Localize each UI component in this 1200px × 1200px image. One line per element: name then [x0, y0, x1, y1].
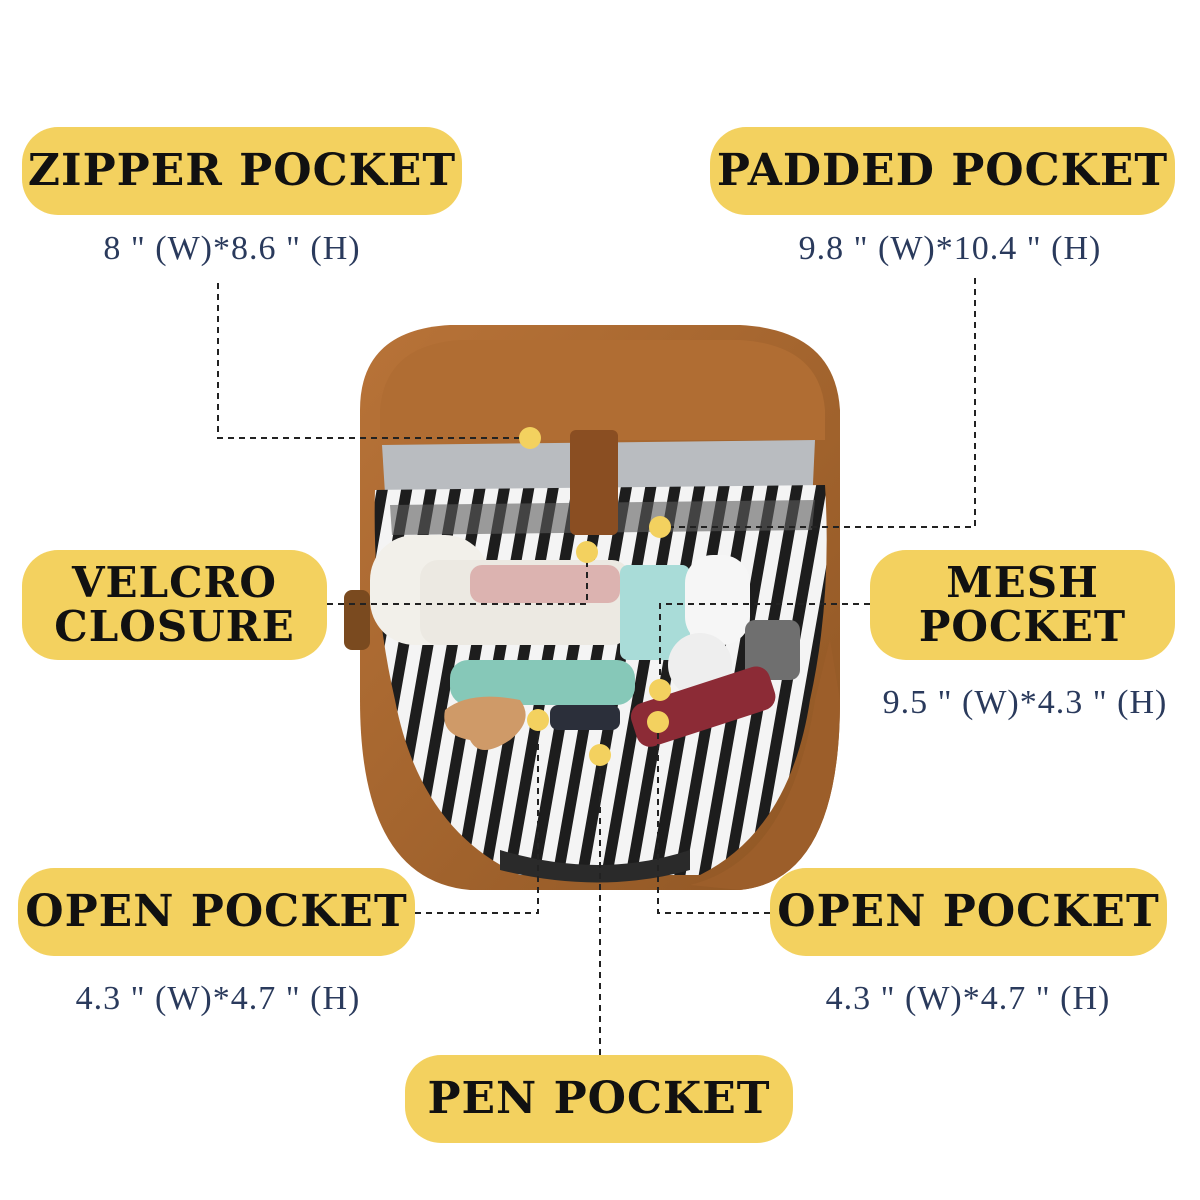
zipper-pocket-label: ZIPPER POCKET — [22, 127, 462, 215]
mesh-pocket-size: 9.5 " (W)*4.3 " (H) — [882, 684, 1168, 721]
marker-zipper-pocket — [519, 427, 541, 449]
leader-mesh — [659, 603, 870, 690]
open-pocket-left-size: 4.3 " (W)*4.7 " (H) — [75, 980, 361, 1017]
zipper-pocket-size: 8 " (W)*8.6 " (H) — [103, 230, 361, 267]
marker-velcro — [576, 541, 598, 563]
pen-pocket-label: PEN POCKET — [405, 1055, 793, 1143]
open-pocket-right-label: OPEN POCKET — [770, 868, 1167, 956]
marker-pen — [589, 744, 611, 766]
leader-open-right — [657, 722, 770, 914]
lid — [380, 340, 825, 440]
marker-open-left — [527, 709, 549, 731]
velcro-strap — [570, 430, 618, 535]
leader-zipper — [217, 283, 530, 439]
marker-open-right — [647, 711, 669, 733]
marker-padded-pocket — [649, 516, 671, 538]
velcro-closure-label: VELCRO CLOSURE — [22, 550, 327, 660]
side-strap — [344, 590, 370, 650]
mesh-pocket-label: MESH POCKET — [870, 550, 1175, 660]
open-pocket-right-size: 4.3 " (W)*4.7 " (H) — [825, 980, 1111, 1017]
teether — [444, 696, 526, 750]
marker-mesh — [649, 679, 671, 701]
padded-pocket-label: PADDED POCKET — [710, 127, 1175, 215]
leader-padded — [660, 278, 976, 528]
padded-pocket-size: 9.8 " (W)*10.4 " (H) — [798, 230, 1102, 267]
open-pocket-left-label: OPEN POCKET — [18, 868, 415, 956]
leader-open-left — [415, 720, 539, 914]
